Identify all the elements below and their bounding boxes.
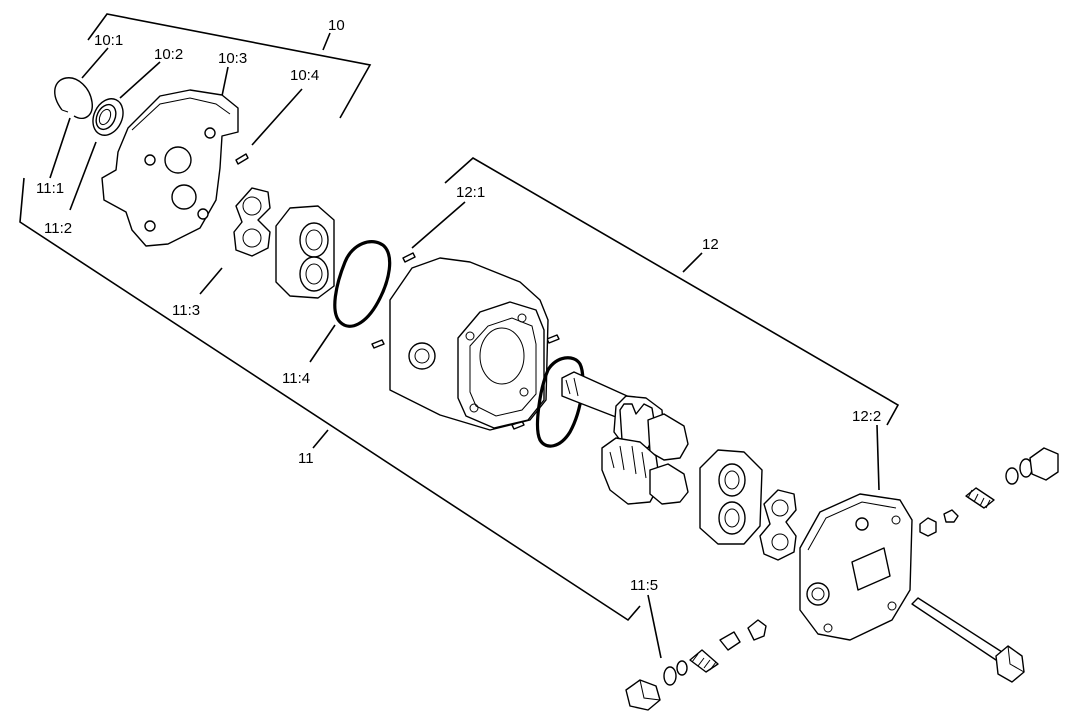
through-bolt	[911, 597, 1025, 683]
label-11-2: 11:2	[44, 220, 72, 237]
label-11-4: 11:4	[282, 370, 310, 387]
rear-cover	[799, 493, 913, 641]
thrust-plate-seal	[233, 187, 271, 257]
o-ring-rear	[536, 356, 585, 448]
label-11: 11	[298, 450, 314, 467]
bracket-group-12	[444, 157, 900, 426]
snap-ring	[54, 77, 93, 120]
label-11-5: 11:5	[630, 577, 658, 594]
label-10-1: 10:1	[94, 32, 123, 49]
bearing-block-rear	[699, 449, 763, 545]
mounting-flange	[101, 89, 239, 247]
label-10-3: 10:3	[218, 50, 247, 67]
label-10-4: 10:4	[290, 67, 319, 84]
shaft-seal	[92, 98, 124, 136]
label-12-2: 12:2	[852, 408, 881, 425]
label-11-1: 11:1	[36, 180, 64, 197]
part-labels: 10 10:1 10:2 10:3 10:4 11:1 11:2 11:3 11…	[36, 17, 881, 594]
relief-valve-lower	[625, 619, 767, 711]
bracket-group-10	[87, 13, 372, 119]
label-11-3: 11:3	[172, 302, 200, 319]
driven-gear	[601, 437, 689, 505]
label-12-1: 12:1	[456, 184, 485, 201]
relief-valve-upper	[919, 447, 1059, 537]
o-ring-large	[333, 240, 392, 328]
bracket-group-11	[19, 177, 641, 622]
drive-gear-shaft	[561, 371, 689, 461]
label-12: 12	[702, 236, 719, 253]
label-10: 10	[328, 17, 345, 34]
dowel-pin-10-4	[235, 153, 249, 165]
pump-housing	[389, 257, 549, 431]
thrust-plate-rear	[759, 489, 797, 561]
leader-lines	[49, 32, 880, 659]
bearing-block-front	[275, 205, 335, 299]
label-10-2: 10:2	[154, 46, 183, 63]
